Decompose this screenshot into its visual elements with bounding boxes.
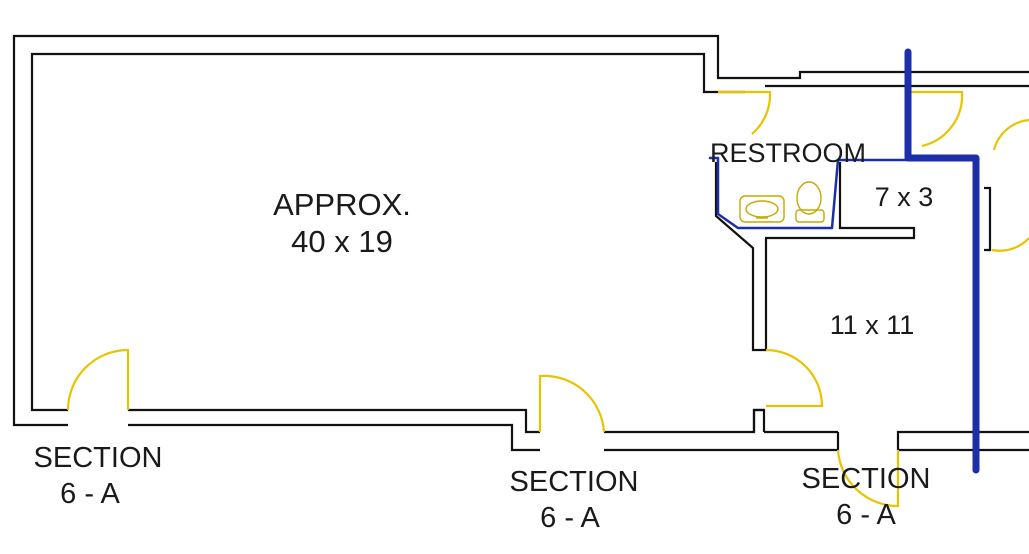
restroom-fixtures xyxy=(739,181,825,223)
doors xyxy=(66,90,1029,508)
toilet-icon xyxy=(795,181,825,223)
office-label: 11 x 11 xyxy=(830,310,915,340)
office-lower-wall xyxy=(752,408,766,432)
main-room-label-line1: APPROX. xyxy=(273,187,411,222)
main-room-label-line2: 40 x 19 xyxy=(291,224,393,259)
door-swing-main-mid xyxy=(538,374,606,433)
walls xyxy=(12,34,1029,452)
restroom-label: RESTROOM xyxy=(710,138,866,168)
section-label-1-line1: SECTION xyxy=(34,442,163,474)
restroom-partition xyxy=(714,162,916,352)
door-swing-south-right xyxy=(836,449,900,508)
door-swing-main-left xyxy=(66,348,130,411)
door-swing-east-lower xyxy=(991,237,1029,252)
inner-wall-main xyxy=(30,52,718,412)
closet-label: 7 x 3 xyxy=(875,182,934,212)
restroom-outline-marker xyxy=(708,156,910,230)
door-swing-closet xyxy=(910,90,964,148)
door-swing-east xyxy=(992,118,1029,151)
door-swing-restroom xyxy=(718,90,772,135)
marker-line xyxy=(904,48,980,474)
section-label-3-line1: SECTION xyxy=(802,463,931,495)
section-label-2-line2: 6 - A xyxy=(540,502,600,534)
south-wall-left-outer xyxy=(128,423,540,452)
section-label-2-line1: SECTION xyxy=(510,466,639,498)
right-bracket-wall xyxy=(984,186,992,252)
south-wall-right xyxy=(896,430,1029,450)
section-label-3-line2: 6 - A xyxy=(836,499,896,531)
section-label-1-line2: 6 - A xyxy=(60,478,120,510)
outer-wall-main xyxy=(12,34,1029,427)
door-swing-office xyxy=(765,348,824,408)
south-wall-left xyxy=(128,408,540,434)
sink-icon xyxy=(739,195,785,223)
